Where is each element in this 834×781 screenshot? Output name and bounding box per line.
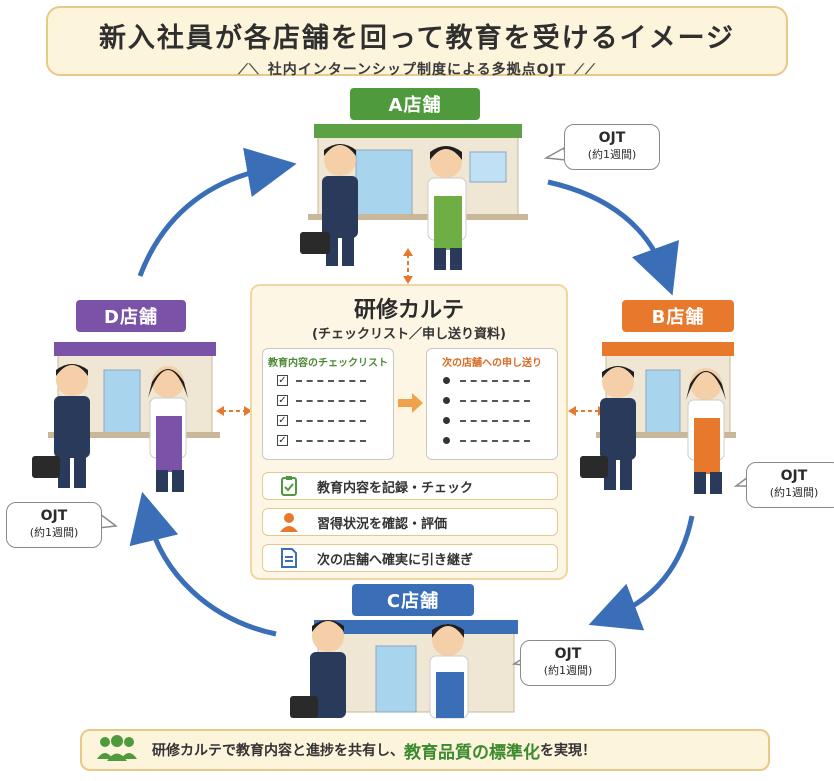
group-people-icon	[96, 735, 138, 765]
bullet-icon	[443, 377, 450, 384]
ojt-duration: (約1週間)	[769, 486, 819, 499]
feature-text: 次の店舗へ確実に引き継ぎ	[317, 552, 474, 568]
store-d-illustration	[32, 342, 220, 492]
handover-panel: 次の店舗への申し送り	[426, 348, 558, 460]
title-deco-left: ⟋⟍	[238, 62, 260, 78]
person-icon	[277, 512, 301, 532]
store-a-label: A店舗	[350, 88, 480, 120]
checkbox-icon: ✓	[277, 435, 288, 446]
title-box: 新入社員が各店舗を回って教育を受けるイメージ ⟋⟍ 社内インターンシップ制度による…	[46, 6, 788, 79]
store-c-illustration	[290, 620, 518, 719]
store-d-label: D店舗	[76, 300, 186, 332]
handover-panel-title: 次の店舗への申し送り	[442, 358, 542, 369]
ojt-bubble-c: OJT (約1週間)	[520, 640, 616, 686]
title-deco-right: ⟋⟋	[574, 62, 596, 78]
page-title: 新入社員が各店舗を回って教育を受けるイメージ	[98, 23, 736, 54]
store-c-label: C店舗	[352, 584, 474, 616]
ojt-label: OJT	[598, 130, 626, 146]
banner-text-after: を実現！	[540, 743, 596, 759]
ojt-bubble-b: OJT (約1週間)	[746, 462, 834, 508]
ojt-label: OJT	[554, 646, 582, 662]
feature-evaluate: 習得状況を確認・評価	[262, 508, 558, 536]
store-b-illustration	[580, 342, 736, 494]
ojt-bubble-d: OJT (約1週間)	[6, 502, 102, 548]
cycle-arrow-d-to-a	[137, 147, 297, 277]
feature-text: 教育内容を記録・チェック	[317, 480, 474, 496]
document-icon	[277, 548, 301, 568]
checklist-panel: 教育内容のチェックリスト ✓ ✓ ✓ ✓	[262, 348, 394, 460]
ojt-label: OJT	[780, 468, 808, 484]
ojt-duration: (約1週間)	[29, 526, 79, 539]
banner-highlight: 教育品質の標準化	[404, 742, 540, 763]
ojt-duration: (約1週間)	[587, 148, 637, 161]
store-b-label: B店舗	[622, 300, 734, 332]
ojt-duration: (約1週間)	[543, 664, 593, 677]
card-title: 研修カルテ	[353, 298, 464, 323]
feature-handover: 次の店舗へ確実に引き継ぎ	[262, 544, 558, 572]
checklist-panel-title: 教育内容のチェックリスト	[268, 358, 388, 369]
arrow-right-icon	[398, 393, 423, 413]
page-subtitle: ⟋⟍ 社内インターンシップ制度による多拠点OJT ⟋⟋	[48, 59, 786, 79]
cycle-arrow-a-to-b	[547, 179, 679, 296]
checkbox-icon: ✓	[277, 415, 288, 426]
cycle-arrow-b-to-c	[588, 515, 695, 631]
bullet-icon	[443, 417, 450, 424]
bullet-icon	[443, 397, 450, 404]
feature-text: 習得状況を確認・評価	[317, 516, 448, 532]
card-subtitle: (チェックリスト／申し送り資料)	[312, 327, 506, 342]
feature-record-check: 教育内容を記録・チェック	[262, 472, 558, 500]
checkbox-icon: ✓	[277, 395, 288, 406]
store-a-illustration	[300, 124, 528, 270]
bubble-tail-a	[543, 146, 567, 161]
cycle-arrow-c-to-d	[129, 491, 277, 637]
ojt-bubble-a: OJT (約1週間)	[564, 124, 660, 170]
clipboard-check-icon	[277, 476, 301, 496]
training-karte-card: 研修カルテ (チェックリスト／申し送り資料) 教育内容のチェックリスト ✓ ✓ …	[250, 284, 568, 580]
ojt-label: OJT	[40, 508, 68, 524]
page-subtitle-text: 社内インターンシップ制度による多拠点OJT	[267, 62, 567, 78]
checkbox-icon: ✓	[277, 375, 288, 386]
bullet-icon	[443, 437, 450, 444]
banner-text-before: 研修カルテで教育内容と進捗を共有し、	[152, 743, 404, 759]
bottom-banner: 研修カルテで教育内容と進捗を共有し、教育品質の標準化を実現！	[80, 729, 770, 771]
